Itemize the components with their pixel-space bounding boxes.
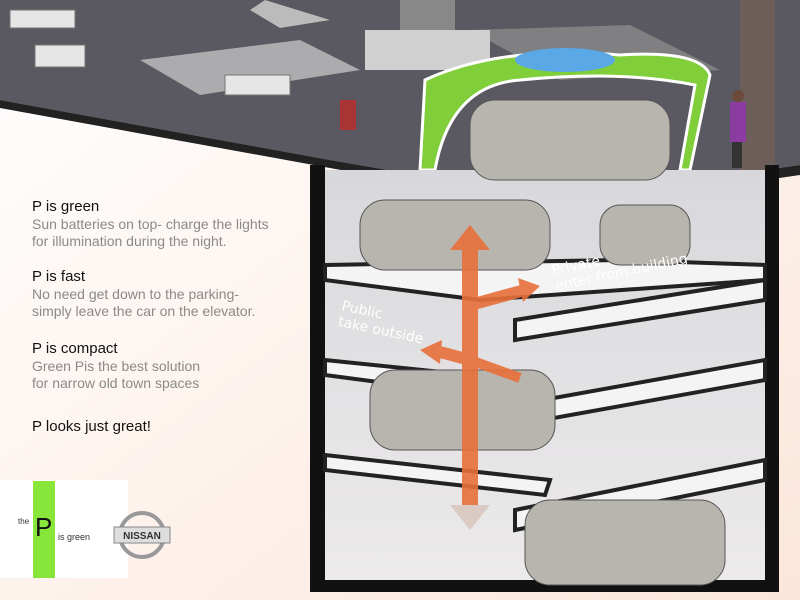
feature-description: No need get down to the parking- <box>32 286 240 302</box>
building-wall <box>740 0 775 170</box>
feature-compact: P is compact Green Pis the best solution… <box>32 340 200 392</box>
feature-green: P is green Sun batteries on top- charge … <box>32 198 269 250</box>
feature-title: P is compact <box>32 340 118 357</box>
nissan-logo: NISSAN <box>113 511 171 559</box>
feature-description: Green Pis the best solution <box>32 358 201 374</box>
logo-is-green: is green <box>58 532 91 542</box>
feature-title: P is fast <box>32 268 86 285</box>
feature-description: for illumination during the night. <box>32 233 227 249</box>
direction-arrows <box>420 225 540 530</box>
feature-looks: P looks just great! <box>32 418 151 436</box>
nissan-brand-text: NISSAN <box>123 531 161 542</box>
arrow-down-icon <box>450 505 490 530</box>
logo-green-bar <box>33 481 55 578</box>
feature-title: P looks just great! <box>32 418 151 435</box>
feature-title: P is green <box>32 198 100 215</box>
person <box>730 90 746 168</box>
bench-icon <box>9 9 291 96</box>
feature-description: for narrow old town spaces <box>32 375 200 391</box>
feature-description: simply leave the car on the elevator. <box>32 303 256 319</box>
arrow-up-icon <box>450 225 490 250</box>
the-p-is-green-logo <box>0 480 128 578</box>
feature-description: Sun batteries on top- charge the lights <box>32 216 269 232</box>
trash-bin <box>340 100 356 130</box>
logo-the: the <box>18 517 30 526</box>
car <box>359 99 726 586</box>
feature-fast: P is fast No need get down to the parkin… <box>32 268 255 320</box>
logo-p: P <box>35 512 53 542</box>
